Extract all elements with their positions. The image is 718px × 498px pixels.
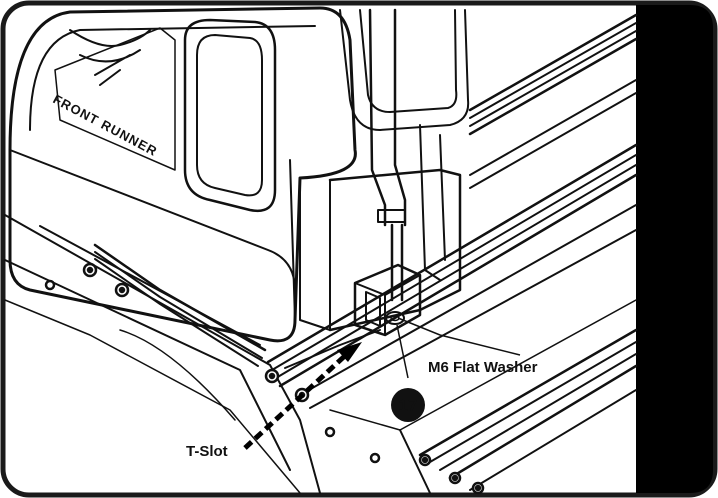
- tslot-arrowhead: [337, 342, 362, 362]
- step-leader-line: [396, 324, 409, 379]
- washer-leader-line: [397, 317, 521, 356]
- step-number-badge: [391, 388, 425, 422]
- tslot-label: T-Slot: [186, 443, 228, 460]
- washer-label: M6 Flat Washer: [428, 359, 538, 376]
- rail-bolts: [44, 262, 485, 495]
- tslot-arrow: [243, 351, 350, 450]
- side-panel: [636, 5, 713, 493]
- step-number-text: 17: [399, 396, 418, 415]
